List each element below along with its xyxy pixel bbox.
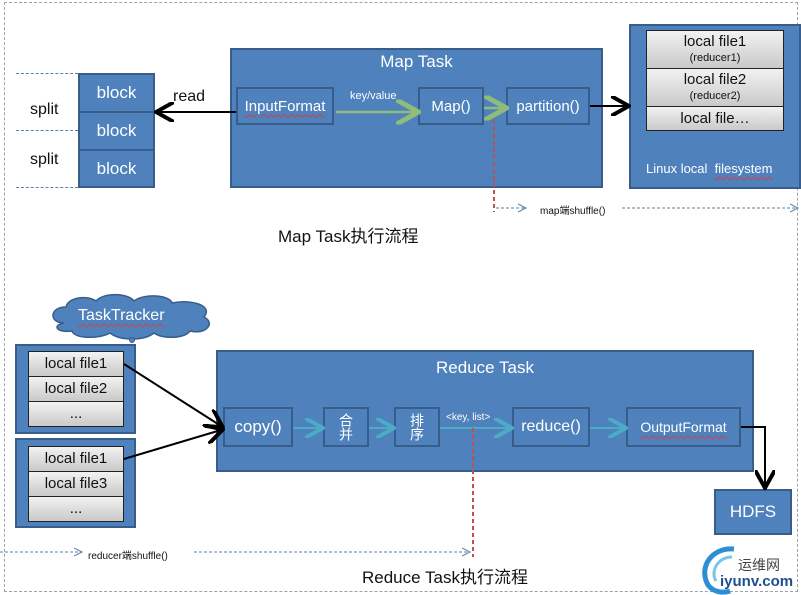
output-format-box: OutputFormat	[626, 407, 741, 447]
filesystem-word: filesystem	[714, 161, 773, 176]
local-file: local file…	[646, 106, 784, 131]
copy-box: copy()	[223, 407, 293, 447]
block: block	[96, 158, 137, 178]
local-file: local file2	[28, 376, 124, 402]
sort-label: 排序	[409, 413, 425, 441]
merge-label: 合并	[338, 413, 354, 441]
key-list-label: <key, list>	[446, 412, 491, 423]
local-file: local file1	[28, 351, 124, 377]
hdfs-label: HDFS	[729, 502, 777, 521]
block: block	[80, 75, 153, 113]
tasktracker-cloud-icon	[52, 293, 210, 343]
sort-box: 排序	[394, 407, 440, 447]
output-format-label: OutputFormat	[640, 419, 727, 435]
filesystem-prefix: Linux local	[646, 161, 708, 176]
merge-box: 合并	[323, 407, 369, 447]
local-file-name: local file1	[683, 32, 747, 50]
reduce-function-label: reduce()	[521, 418, 581, 435]
tasktracker-label: TaskTracker	[78, 307, 165, 325]
input-format-label: InputFormat	[244, 97, 326, 115]
tasktracker-text: TaskTracker	[78, 307, 165, 324]
local-file: ...	[28, 401, 124, 427]
split-boundary	[16, 187, 78, 188]
split-label: split	[30, 101, 59, 118]
partition-label: partition()	[516, 97, 580, 115]
reduce-caption: Reduce Task执行流程	[362, 568, 528, 587]
copy-label: copy()	[234, 417, 282, 436]
local-file: ...	[28, 496, 124, 522]
page-frame	[4, 2, 798, 592]
watermark-cn: 运维网	[738, 557, 780, 573]
map-task-title: Map Task	[380, 52, 453, 71]
local-file: local file3	[28, 471, 124, 497]
split-boundary	[16, 130, 78, 131]
partition-box: partition()	[506, 87, 590, 125]
read-label: read	[173, 88, 206, 105]
reducer-shuffle-label: reducer端shuffle()	[88, 551, 168, 562]
split-boundary	[16, 73, 78, 74]
key-value-label: key/value	[350, 90, 397, 102]
reduce-task-title: Reduce Task	[436, 358, 534, 377]
local-file: local file1	[28, 446, 124, 472]
local-file-name: local file…	[680, 109, 750, 127]
reduce-function-box: reduce()	[512, 407, 590, 447]
input-format-box: InputFormat	[236, 87, 334, 125]
local-file-reducer: (reducer2)	[689, 89, 741, 102]
block: block	[80, 113, 153, 151]
iyunv-logo-icon	[702, 546, 735, 595]
local-file: local file2 (reducer2)	[646, 68, 784, 107]
map-shuffle-label: map端shuffle()	[540, 206, 606, 217]
local-file: local file1 (reducer1)	[646, 30, 784, 69]
map-function-label: Map()	[431, 97, 471, 115]
local-file-name: local file2	[683, 70, 747, 88]
local-file-reducer: (reducer1)	[689, 51, 741, 64]
hdfs-box: HDFS	[714, 489, 792, 535]
map-function-box: Map()	[418, 87, 484, 125]
filesystem-label: Linux local filesystem	[646, 161, 772, 176]
hdfs-blocks: block block block	[78, 73, 155, 188]
split-label: split	[30, 151, 59, 168]
map-caption: Map Task执行流程	[278, 227, 419, 246]
watermark-en: iyunv.com	[720, 573, 794, 590]
